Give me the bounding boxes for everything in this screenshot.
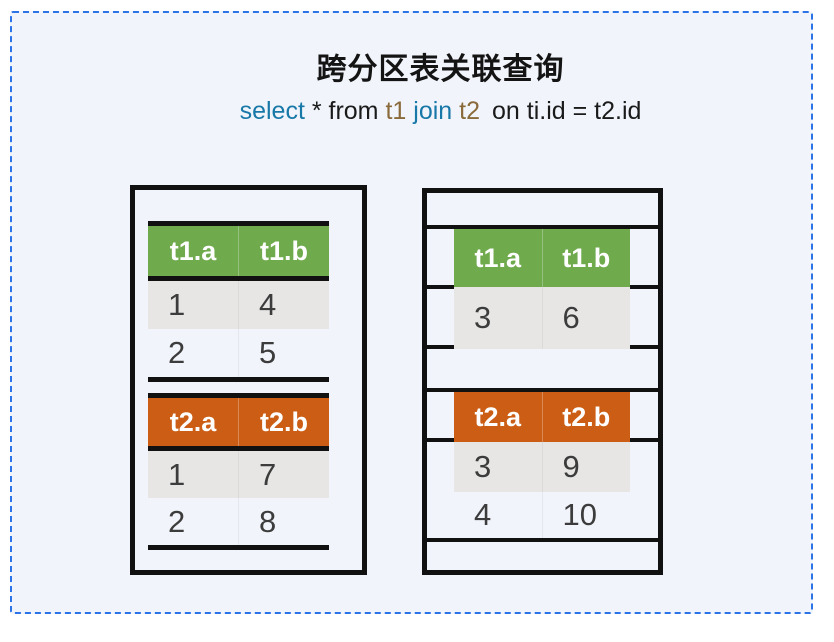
header-cell: t2.b: [238, 398, 329, 446]
slide-canvas: 跨分区表关联查询 select * from t1 join t2 on ti.i…: [10, 11, 813, 614]
table-row: 3 9: [454, 442, 630, 492]
sql-keyword-select: select: [239, 97, 305, 125]
data-cell: 4: [474, 497, 492, 532]
table-t1-header-row-partition2: t1.a t1.b: [454, 229, 630, 287]
sql-star-from: * from: [304, 97, 386, 125]
table-t1-partition1: t1.a t1.b 1 4 2 5: [148, 221, 329, 382]
sql-table-t1: t1: [385, 97, 407, 125]
data-cell: 7: [238, 451, 329, 498]
header-cell: t2.b: [541, 392, 631, 442]
header-cell: t2.a: [169, 407, 217, 437]
partition-slot-line: [427, 388, 658, 392]
data-cell: 9: [541, 442, 631, 492]
table-t2-header-row: t2.a t2.b: [148, 398, 329, 446]
header-cell: t1.b: [238, 226, 329, 276]
partition-slot-line: [427, 538, 658, 542]
page-title: 跨分区表关联查询: [316, 53, 565, 86]
data-cell: 2: [168, 504, 186, 539]
table-border-line: [148, 545, 329, 550]
data-cell: 6: [541, 287, 631, 349]
partition-box-2: t1.a t1.b 3 6 t2.a t2.b 3 9 4 10: [422, 188, 663, 575]
data-cell: 3: [474, 300, 492, 335]
data-cell: 1: [168, 287, 186, 322]
table-t2-partition1: t2.a t2.b 1 7 2 8: [148, 393, 329, 550]
header-cell: t1.b: [541, 229, 631, 287]
partition-box-1: t1.a t1.b 1 4 2 5 t2.a t2.b 1 7: [130, 185, 367, 575]
partition-slot-line: [427, 225, 658, 229]
data-cell: 8: [238, 498, 329, 545]
table-border-line: [148, 221, 329, 226]
sql-keyword-join: join: [406, 97, 460, 125]
sql-table-t2: t2: [459, 97, 480, 125]
table-row: 3 6: [454, 287, 630, 349]
data-cell: 3: [474, 449, 492, 484]
table-border-line: [148, 276, 329, 281]
table-row: 1 4: [148, 281, 329, 329]
data-cell: 10: [541, 492, 631, 538]
table-t2-header-row-partition2: t2.a t2.b: [454, 392, 630, 442]
data-cell: 1: [168, 457, 186, 492]
table-border-line: [148, 393, 329, 398]
sql-query: select * from t1 join t2 on ti.id = t2.id: [70, 97, 811, 126]
header-cell: t1.a: [169, 236, 217, 266]
header-cell: t2.a: [474, 402, 522, 432]
slide-heading: 跨分区表关联查询 select * from t1 join t2 on ti.i…: [12, 44, 811, 126]
table-t1-header-row: t1.a t1.b: [148, 226, 329, 276]
table-border-line: [148, 377, 329, 382]
data-cell: 4: [238, 281, 329, 329]
sql-on-clause: on ti.id = t2.id: [492, 97, 642, 125]
data-cell: 5: [238, 329, 329, 377]
data-cell: 2: [168, 335, 186, 370]
table-row: 1 7: [148, 451, 329, 498]
header-cell: t1.a: [474, 243, 522, 273]
table-row: 2 8: [148, 498, 329, 545]
table-row: 4 10: [454, 492, 630, 538]
table-row: 2 5: [148, 329, 329, 377]
table-border-line: [148, 446, 329, 451]
